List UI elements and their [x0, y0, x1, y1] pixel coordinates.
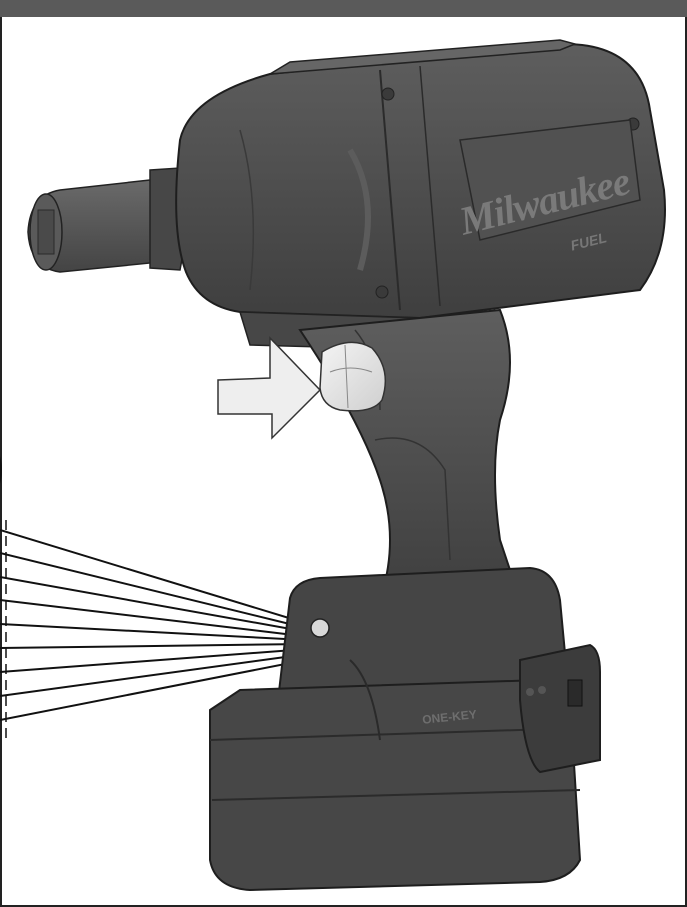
housing: Milwaukee FUEL	[175, 39, 666, 351]
anvil	[27, 167, 186, 273]
callout-bracket	[0, 456, 2, 484]
header-bar	[0, 0, 687, 17]
battery-pack: ONE-KEY	[209, 566, 601, 892]
push-arrow-icon	[217, 336, 322, 440]
frame-bottom-border	[0, 905, 687, 907]
trigger	[319, 341, 387, 412]
frame-right-border	[685, 17, 687, 907]
indicator-leader-lines	[0, 529, 327, 721]
battery-label-text: ONE-KEY	[422, 707, 478, 727]
